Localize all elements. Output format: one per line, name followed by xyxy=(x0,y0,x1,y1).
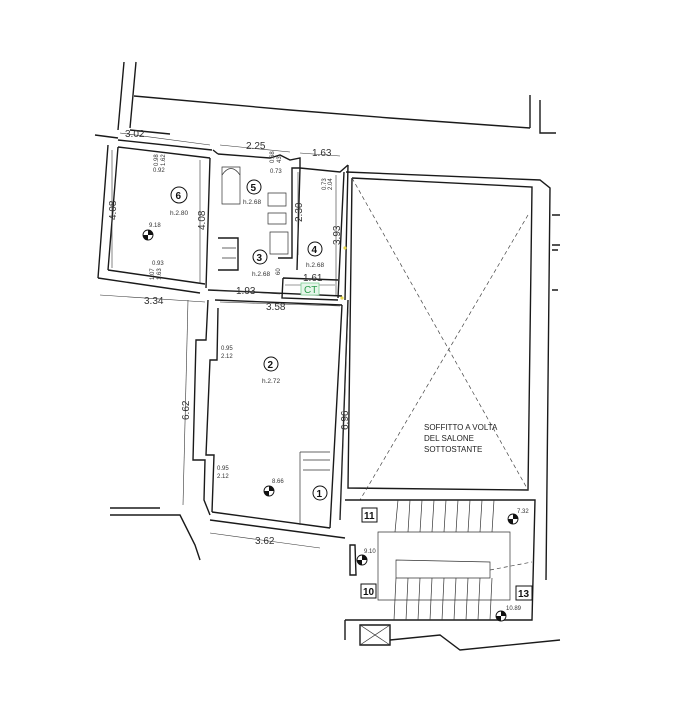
ct-label: CT xyxy=(304,285,317,296)
elevation-marker-r6: 9.18 xyxy=(142,223,161,241)
room-5: 5 h.2.68 xyxy=(243,179,262,206)
room-4: 4 h.2.68 xyxy=(306,241,324,269)
yellow-marker xyxy=(343,246,347,250)
elevation-marker-r2: 8.66 xyxy=(263,479,284,497)
vault-note-line2: DEL SALONE xyxy=(424,434,474,443)
dim-room4-bottom: 1.61 xyxy=(303,273,323,284)
dim-top-c: 1.63 xyxy=(312,148,332,159)
opening-r6-top-a: 0.98 xyxy=(154,154,160,166)
dim-room2-top: 3.58 xyxy=(266,302,286,313)
opening-r6-bot-c: 1.63 xyxy=(157,268,163,280)
elevation-stair-bottom-text: 10.89 xyxy=(506,606,522,612)
opening-r2-win2-a: 0.95 xyxy=(217,466,229,472)
opening-r2-win1-b: 2.12 xyxy=(221,354,233,360)
opening-r2-win1-a: 0.95 xyxy=(221,346,233,352)
elevation-marker-stair-top: 7.32 xyxy=(507,509,529,525)
dim-room3-bottom: 1.93 xyxy=(236,286,256,297)
dimension-lines xyxy=(99,132,349,549)
boxed-label-13-text: 13 xyxy=(518,589,530,600)
boxed-label-10: 10 xyxy=(360,583,377,599)
boxed-label-11-text: 11 xyxy=(364,511,375,522)
yellow-marker xyxy=(340,296,344,300)
dim-room4-right: 3.93 xyxy=(332,225,343,245)
room-3-number: 3 xyxy=(257,253,263,264)
opening-r6-top-c: 0.92 xyxy=(153,168,165,174)
room-6: 6 h.2.80 xyxy=(170,186,188,217)
dim-room2-right: 6.96 xyxy=(340,410,351,430)
room-2: 2 h.2.72 xyxy=(262,356,280,385)
dim-room2-bottom: 3.62 xyxy=(255,536,275,547)
room-6-height: h.2.80 xyxy=(170,210,188,217)
dim-room3-v: 60 xyxy=(276,268,282,275)
boxed-label-11: 11 xyxy=(361,507,378,523)
opening-r4-right-a: 0.73 xyxy=(322,178,328,190)
room-1-number: 1 xyxy=(317,489,323,500)
boxed-label-13: 13 xyxy=(515,585,533,601)
elevation-stair-left-text: 9.10 xyxy=(364,549,376,555)
room-1: 1 xyxy=(312,485,328,501)
dim-room6-bottom: 3.34 xyxy=(144,296,164,307)
room-2-height: h.2.72 xyxy=(262,378,280,385)
vault-note-line1: SOFFITTO A VOLTA xyxy=(424,423,498,432)
room-2-number: 2 xyxy=(268,360,274,371)
dim-room5-right: 2.30 xyxy=(294,202,305,222)
dim-top-a: 3.02 xyxy=(125,129,145,140)
elevation-marker-stair-bottom: 10.89 xyxy=(495,606,522,622)
opening-r4-right-b: 2.04 xyxy=(328,178,334,190)
room-4-number: 4 xyxy=(312,245,318,256)
room-3-height: h.2.68 xyxy=(252,271,270,278)
dim-top-b: 2.25 xyxy=(246,141,266,152)
opening-r5-top-c: 0.73 xyxy=(270,169,282,175)
opening-r5-top-b: 43 xyxy=(277,156,283,163)
room-5-number: 5 xyxy=(251,183,257,194)
opening-r2-win2-b: 2.12 xyxy=(217,474,229,480)
vault-note-line3: SOTTOSTANTE xyxy=(424,445,482,454)
opening-r6-bot-b: 1.07 xyxy=(150,268,156,280)
elevation-r2-text: 8.66 xyxy=(272,479,284,485)
room-3: 3 h.2.68 xyxy=(252,249,270,278)
elevation-marker-stair-left: 9.10 xyxy=(356,549,376,566)
room-6-number: 6 xyxy=(176,191,182,202)
dim-room6-left: 4.08 xyxy=(108,200,119,220)
dim-room6-right: 4.08 xyxy=(197,210,208,230)
boxed-label-10-text: 10 xyxy=(363,587,375,598)
room-4-height: h.2.68 xyxy=(306,262,324,269)
opening-r6-top-b: 1.62 xyxy=(161,154,167,166)
ct-badge xyxy=(300,282,320,296)
dim-room2-left: 6.62 xyxy=(181,400,192,420)
elevation-stair-top-text: 7.32 xyxy=(517,509,529,515)
opening-r5-top-a: 0.68 xyxy=(270,151,276,163)
opening-r6-bot-a: 0.93 xyxy=(152,261,164,267)
elevation-r6-text: 9.18 xyxy=(149,223,161,229)
room-5-height: h.2.68 xyxy=(243,199,261,206)
